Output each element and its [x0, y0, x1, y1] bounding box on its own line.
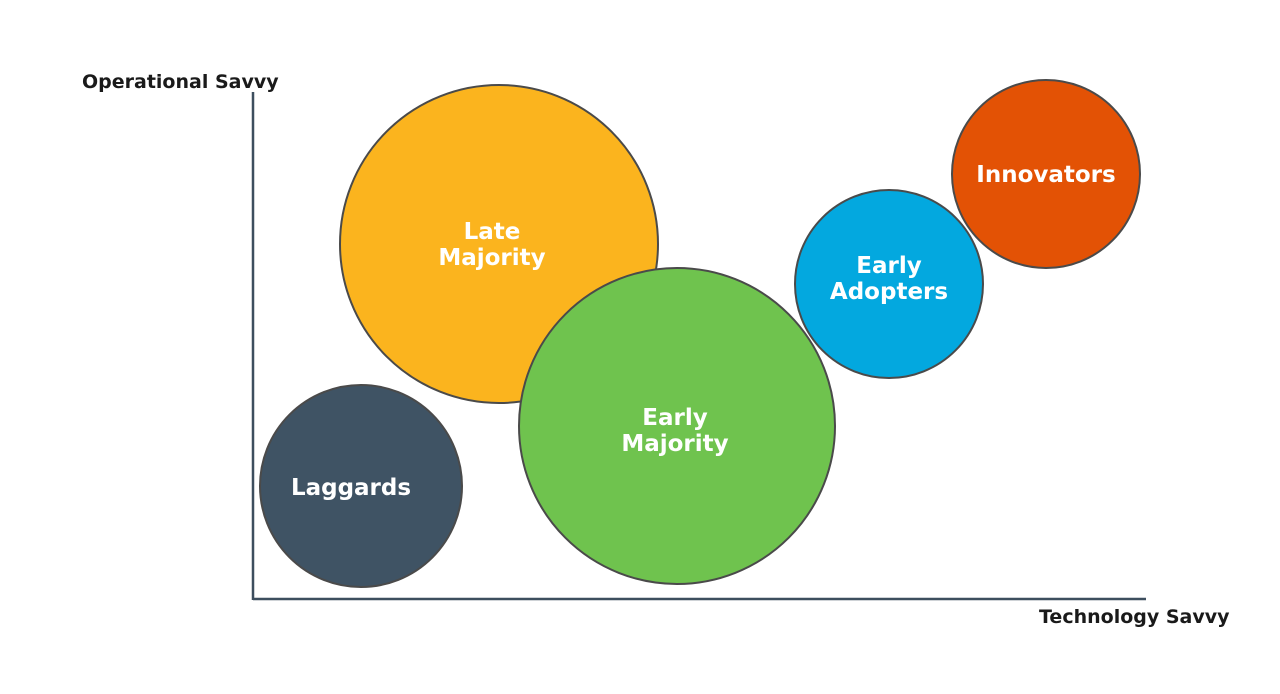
- early-adopters-label-line: Adopters: [830, 279, 948, 305]
- early-majority-label-line: Majority: [621, 431, 728, 457]
- innovators-label: Innovators: [976, 162, 1115, 188]
- laggards-label: Laggards: [291, 475, 411, 501]
- late-majority-label-line: Majority: [438, 245, 545, 271]
- bubble-innovators: Innovators: [951, 79, 1141, 269]
- innovators-label-line: Innovators: [976, 162, 1115, 188]
- y-axis-label: Operational Savvy: [82, 71, 279, 93]
- early-adopters-label-line: Early: [856, 253, 921, 279]
- bubble-laggards: Laggards: [259, 384, 463, 588]
- laggards-label-line: Laggards: [291, 475, 411, 501]
- late-majority-label-line: Late: [464, 219, 521, 245]
- axes: [251, 92, 1146, 601]
- early-majority-label-line: Early: [642, 405, 707, 431]
- x-axis-label: Technology Savvy: [1039, 606, 1230, 628]
